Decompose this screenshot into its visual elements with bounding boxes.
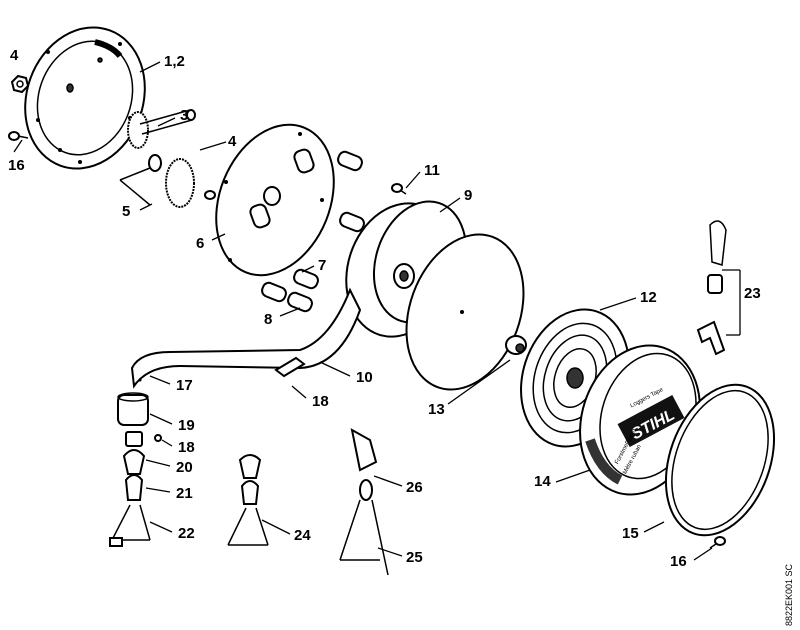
callout-18-rivet: 18 — [178, 439, 195, 456]
gasket-ring — [664, 383, 776, 537]
callout-23: 23 — [744, 285, 761, 302]
callout-8: 8 — [264, 311, 272, 328]
snap-hook — [696, 220, 727, 356]
callout-9: 9 — [464, 187, 472, 204]
gear-shaft — [127, 109, 196, 149]
hook-assembly-24 — [227, 454, 269, 546]
callout-20: 20 — [176, 459, 193, 476]
callout-25: 25 — [406, 549, 423, 566]
bushing — [505, 335, 527, 355]
callout-10: 10 — [356, 369, 373, 386]
tape-clip — [274, 356, 306, 378]
callout-15: 15 — [622, 525, 639, 542]
callout-21: 21 — [176, 485, 193, 502]
callout-12: 12 — [640, 289, 657, 306]
logo-plate — [617, 394, 685, 448]
screw-11 — [391, 183, 407, 195]
hex-nut — [10, 74, 30, 94]
callout-24: 24 — [294, 527, 311, 544]
spacer-sleeves — [261, 150, 365, 313]
screw-bottom — [709, 536, 726, 549]
hook-assembly-26 — [350, 428, 378, 501]
front-plate — [405, 233, 525, 391]
callout-1-2: 1,2 — [164, 53, 185, 70]
callout-26: 26 — [406, 479, 423, 496]
small-gear-assembly — [119, 154, 216, 208]
reference-code: 8822EK001 SC — [784, 563, 794, 626]
callout-18-clip: 18 — [312, 393, 329, 410]
measuring-tape — [130, 287, 362, 389]
callout-19: 19 — [178, 417, 195, 434]
callout-4-gear: 4 — [228, 133, 237, 150]
callout-17: 17 — [176, 377, 193, 394]
rear-housing-disc — [24, 26, 146, 170]
hook-assembly-22 — [109, 431, 151, 547]
screw-top — [8, 131, 29, 141]
callout-4-nut: 4 — [10, 47, 19, 64]
tape-end-sleeve — [117, 392, 149, 426]
callout-7: 7 — [318, 257, 326, 274]
callout-3: 3 — [180, 107, 188, 124]
callout-16-bottom: 16 — [670, 553, 687, 570]
callout-14: 14 — [534, 473, 551, 490]
callout-6: 6 — [196, 235, 204, 252]
callout-22: 22 — [178, 525, 195, 542]
callout-5: 5 — [122, 203, 130, 220]
callout-16-top: 16 — [8, 157, 25, 174]
hook-25 — [339, 499, 389, 576]
callout-13: 13 — [428, 401, 445, 418]
callout-11: 11 — [424, 162, 440, 179]
leader-lines — [13, 61, 741, 561]
rivet — [154, 434, 162, 442]
middle-plate — [215, 123, 335, 277]
